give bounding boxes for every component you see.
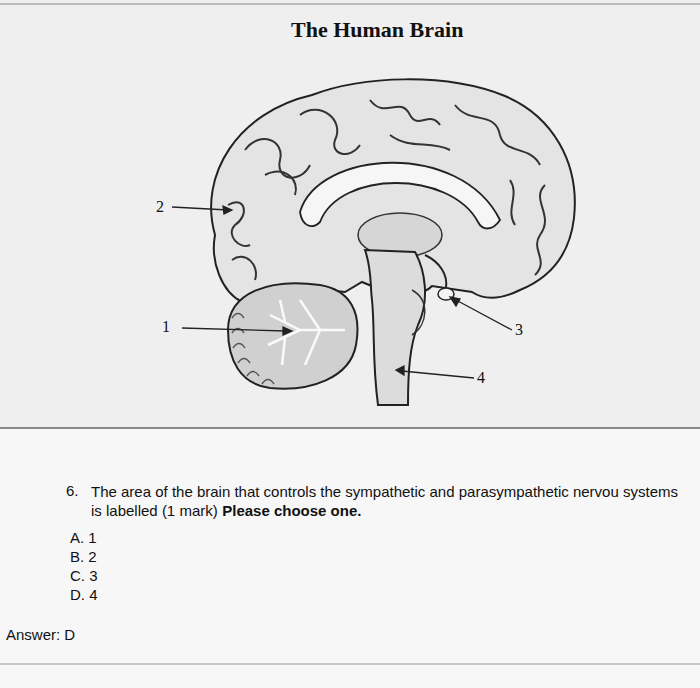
callout-number: 4 <box>477 369 485 387</box>
leader-lines <box>172 206 512 378</box>
figure-panel <box>0 0 700 428</box>
cerebellum <box>228 283 358 388</box>
answer-text: Answer: D <box>6 626 75 643</box>
callout-number: 2 <box>156 198 164 216</box>
question-number: 6. <box>66 482 79 499</box>
callout-number: 3 <box>515 321 523 339</box>
answer-option: B. 2 <box>70 548 97 565</box>
question-block: The area of the brain that controls the … <box>91 482 691 520</box>
question-text: The area of the brain that controls the … <box>91 483 678 519</box>
brainstem <box>365 250 425 405</box>
instruction-text: Please choose one. <box>222 502 361 519</box>
diagram-title: The Human Brain <box>291 17 463 43</box>
pons <box>412 290 425 335</box>
arbor-vitae <box>268 300 345 365</box>
callout-number: 1 <box>162 318 170 336</box>
hypothalamus <box>425 255 446 288</box>
frame-line <box>0 4 700 5</box>
answer-option: A. 1 <box>70 529 97 546</box>
answer-option: D. 4 <box>70 586 98 603</box>
cerebellum-folia <box>232 314 274 385</box>
frame-line <box>0 664 700 665</box>
frame-line <box>0 427 700 429</box>
answer-option: C. 3 <box>70 567 98 584</box>
